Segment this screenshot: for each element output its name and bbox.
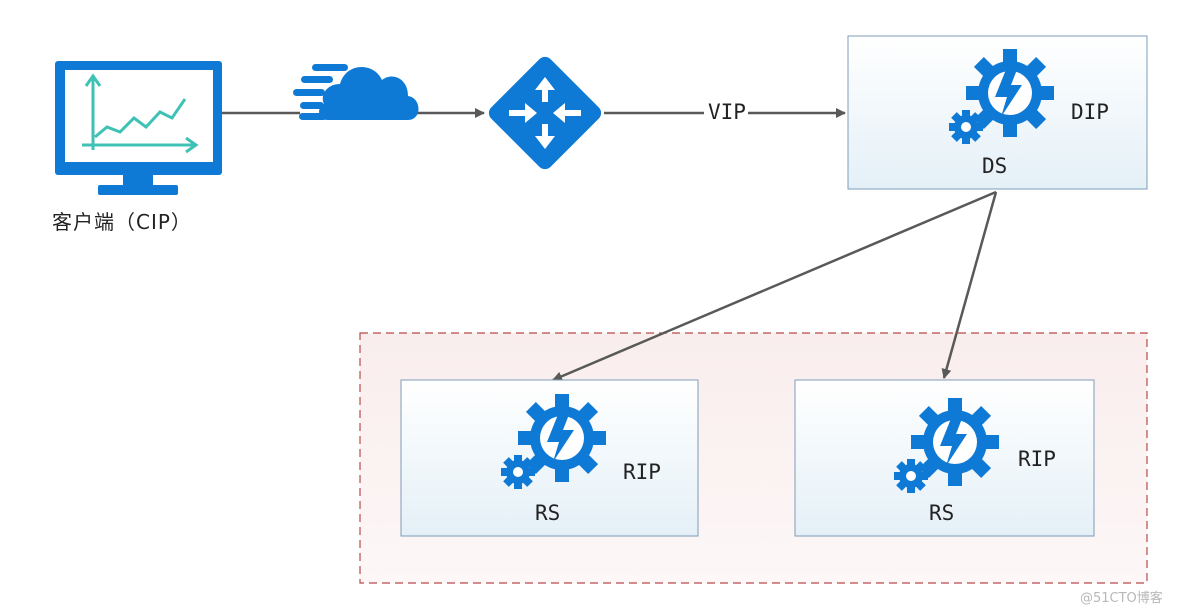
vip-label: VIP (706, 100, 748, 124)
rs-label: RS (535, 501, 561, 525)
rip-label: RIP (623, 460, 661, 484)
cloud-icon (293, 64, 419, 120)
dip-label: DIP (1071, 100, 1109, 124)
ds-label: DS (982, 154, 1008, 178)
monitor-chart-icon (55, 61, 222, 195)
link-ds-rs1 (552, 190, 997, 382)
router-icon (488, 56, 602, 170)
rip-label: RIP (1018, 447, 1056, 471)
watermark: @51CTO博客 (1080, 591, 1163, 606)
client-label: 客户端（CIP） (52, 210, 192, 234)
rs-label: RS (929, 501, 955, 525)
link-ds-rs2 (941, 191, 998, 379)
